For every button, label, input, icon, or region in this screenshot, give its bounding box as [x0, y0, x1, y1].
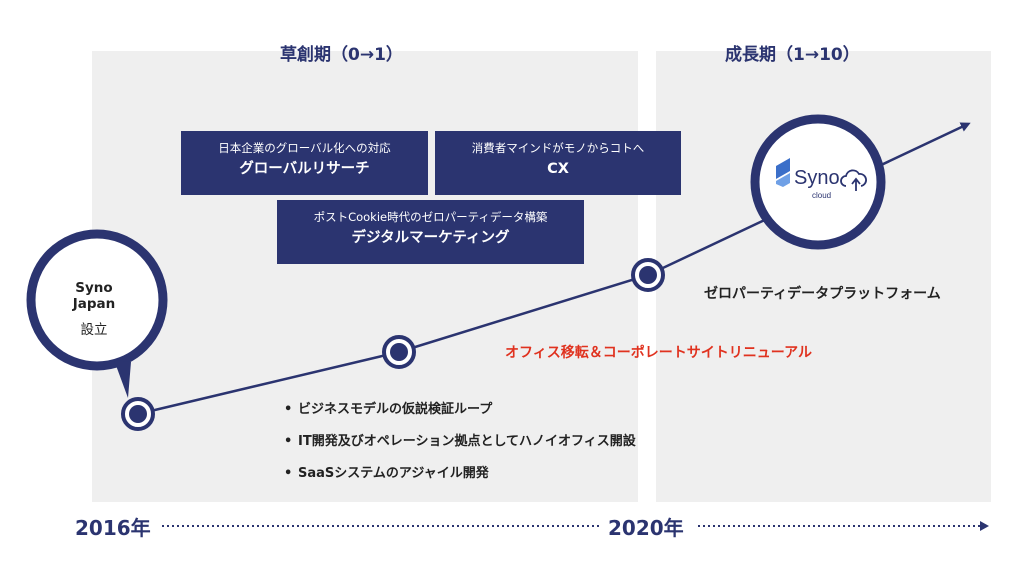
- platform-callout-circle: [750, 114, 886, 250]
- theme-box-global-research: 日本企業のグローバル化への対応 グローバルリサーチ: [181, 131, 428, 195]
- milestone-dot: [382, 335, 416, 369]
- start-label-established: 設立: [80, 322, 108, 338]
- cloud-upload-icon: [840, 169, 867, 191]
- initiative-item: ビジネスモデルの仮説検証ループ: [288, 401, 636, 433]
- initiative-item: SaaSシステムのアジャイル開発: [288, 465, 636, 497]
- phase-title-early: 草創期（0→1）: [280, 45, 403, 65]
- start-label: Syno Japan 設立: [54, 280, 134, 338]
- milestone-office-relocation: オフィス移転＆コーポレートサイトリニューアル: [505, 345, 813, 361]
- start-callout-pointer: [114, 360, 131, 398]
- syno-logo-mark-icon: [776, 158, 790, 187]
- theme-box-title: デジタルマーケティング: [351, 230, 510, 246]
- theme-box-cx: 消費者マインドがモノからコトへ CX: [435, 131, 681, 195]
- syno-logo-subtext: cloud: [812, 191, 831, 200]
- theme-box-title: グローバルリサーチ: [239, 161, 370, 177]
- year-timeline-arrowhead-icon: [980, 521, 989, 531]
- theme-box-subtitle: 消費者マインドがモノからコトへ: [471, 141, 645, 155]
- theme-box-title: CX: [547, 161, 569, 177]
- milestone-platform: ゼロパーティデータプラットフォーム: [704, 286, 941, 302]
- theme-box-digital-marketing: ポストCookie時代のゼロパーティデータ構築 デジタルマーケティング: [277, 200, 584, 264]
- theme-box-subtitle: ポストCookie時代のゼロパーティデータ構築: [313, 210, 548, 224]
- year-label-2016: 2016年: [75, 516, 151, 540]
- initiative-item: IT開発及びオペレーション拠点としてハノイオフィス開設: [288, 433, 636, 465]
- milestone-dot: [121, 397, 155, 431]
- start-label-company: Syno Japan: [72, 280, 116, 312]
- phase-title-growth: 成長期（1→10）: [725, 45, 860, 65]
- theme-box-subtitle: 日本企業のグローバル化への対応: [218, 141, 391, 155]
- year-label-2020: 2020年: [608, 516, 684, 540]
- syno-logo-text: Syno: [794, 167, 840, 189]
- initiative-list: ビジネスモデルの仮説検証ループ IT開発及びオペレーション拠点としてハノイオフィ…: [288, 401, 636, 497]
- milestone-dot: [631, 258, 665, 292]
- start-callout-circle: [26, 229, 168, 371]
